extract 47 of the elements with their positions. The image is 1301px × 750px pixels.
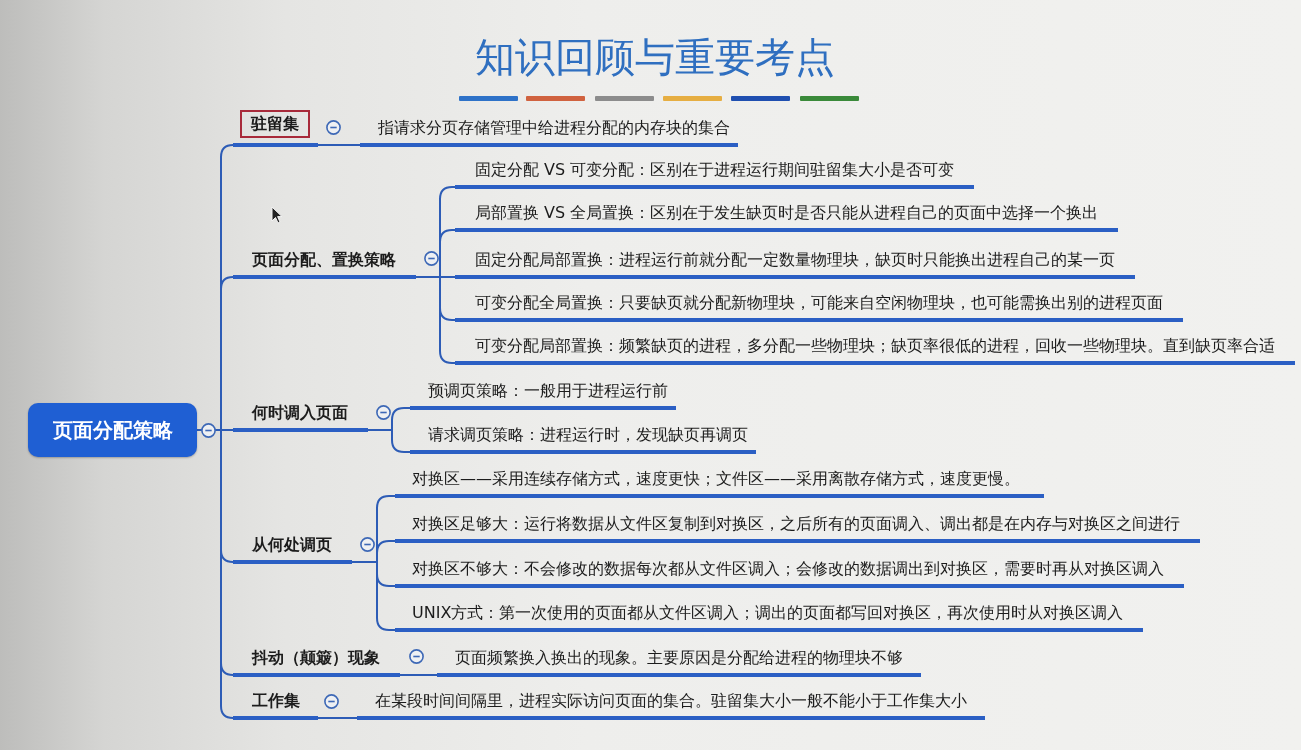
subtopic	[455, 250, 1135, 279]
subtopic	[455, 160, 975, 189]
subtopic	[455, 336, 1295, 365]
topic-label: 页面频繁换入换出的现象。主要原因是分配给进程的物理块不够	[455, 648, 903, 668]
topic-label: 可变分配局部置换：频繁缺页的进程，多分配一些物理块；缺页率很低的进程，回收一些物理块。直到缺页率合适	[475, 336, 1275, 356]
subtopic	[395, 603, 1144, 632]
page-title: 知识回顾与重要考点	[475, 33, 835, 81]
connector-line	[367, 429, 411, 453]
topic-label: 何时调入页面	[252, 403, 348, 423]
topic-label: 固定分配 VS 可变分配：区别在于进程运行期间驻留集大小是否可变	[475, 160, 955, 180]
topic-label: 请求调页策略：进程运行时，发现缺页再调页	[428, 425, 748, 445]
subtopic	[395, 559, 1184, 588]
main-topic	[233, 648, 400, 677]
topic-label: 对换区足够大：运行将数据从文件区复制到对换区，之后所有的页面调入、调出都是在内存与对换区之间进行	[412, 514, 1180, 534]
central-topic	[28, 403, 197, 457]
topic-label: 对换区——采用连续存储方式，速度更快；文件区——采用离散存储方式，速度更慢。	[412, 469, 1020, 489]
subtopic	[410, 381, 676, 410]
subtopic	[410, 425, 756, 454]
main-topic	[233, 250, 416, 279]
subtopic	[357, 691, 985, 720]
topic-label: 抖动（颠簸）现象	[252, 648, 380, 668]
topic-label: 从何处调页	[252, 535, 332, 555]
subtopic	[437, 648, 921, 677]
topic-label: 指请求分页存储管理中给进程分配的内存块的集合	[378, 118, 730, 138]
subtopic	[360, 118, 738, 147]
topic-label: 固定分配局部置换：进程运行前就分配一定数量物理块，缺页时只能换出进程自己的某一页	[475, 250, 1115, 270]
topic-label: 可变分配全局置换：只要缺页就分配新物理块，可能来自空闲物理块，也可能需换出别的进程页面	[475, 293, 1163, 313]
main-topic	[233, 403, 368, 432]
subtopic	[455, 203, 1119, 232]
subtopic	[395, 514, 1200, 543]
subtopic	[455, 293, 1183, 322]
topic-label: UNIX方式：第一次使用的页面都从文件区调入；调出的页面都写回对换区，再次使用时从对换区调入	[412, 603, 1124, 623]
main-topic	[233, 691, 318, 720]
connector-line	[317, 717, 358, 719]
topic-label: 预调页策略：一般用于进程运行前	[428, 381, 668, 401]
topic-label: 页面分配策略	[52, 418, 173, 442]
subtopic	[395, 469, 1044, 498]
topic-label: 工作集	[252, 691, 300, 711]
connector-line	[317, 144, 361, 146]
topic-label: 在某段时间间隔里，进程实际访问页面的集合。驻留集大小一般不能小于工作集大小	[375, 691, 967, 711]
topic-label: 局部置换 VS 全局置换：区别在于发生缺页时是否只能从进程自己的页面中选择一个换出	[475, 203, 1099, 223]
selected-topic-label: 驻留集	[240, 110, 310, 138]
topic-label: 页面分配、置换策略	[252, 250, 396, 270]
topic-label: 对换区不够大：不会修改的数据每次都从文件区调入；会修改的数据调出到对换区，需要时再从对换区调入	[412, 559, 1164, 579]
main-topic	[233, 535, 352, 564]
connector-line	[399, 674, 438, 676]
main-topic	[233, 110, 318, 147]
